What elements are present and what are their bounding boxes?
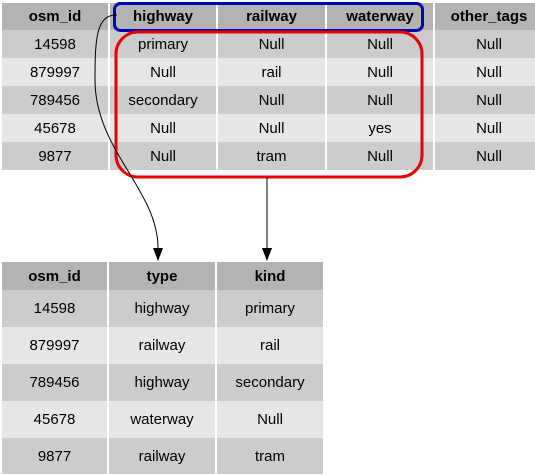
table-cell: rail	[217, 327, 323, 364]
table-cell: secondary	[110, 86, 216, 114]
table-cell: Null	[218, 114, 325, 142]
column-header-waterway: waterway	[327, 3, 433, 30]
table-cell: railway	[109, 327, 215, 364]
table-cell: Null	[435, 30, 535, 58]
values-to-kind-arrowhead	[262, 248, 272, 261]
column-header-railway: railway	[218, 3, 325, 30]
column-header-osm-id: osm_id	[2, 262, 107, 290]
table-cell: tram	[217, 438, 323, 474]
headers-to-type-arrowhead	[153, 248, 163, 261]
table-cell: highway	[109, 364, 215, 401]
table-cell: tram	[218, 142, 325, 170]
column-header-osm-id: osm_id	[2, 3, 108, 30]
table-cell: 879997	[2, 58, 108, 86]
table-cell: 45678	[2, 401, 107, 438]
table-cell: Null	[435, 58, 535, 86]
table-cell: 9877	[2, 142, 108, 170]
table-cell: secondary	[217, 364, 323, 401]
column-header-kind: kind	[217, 262, 323, 290]
table-cell: 45678	[2, 114, 108, 142]
column-header-highway: highway	[110, 3, 216, 30]
table-cell: Null	[110, 114, 216, 142]
table-cell: rail	[218, 58, 325, 86]
column-header-other-tags: other_tags	[435, 3, 535, 30]
table-cell: Null	[327, 142, 433, 170]
table-cell: 879997	[2, 327, 107, 364]
table-cell: Null	[327, 30, 433, 58]
table-cell: yes	[327, 114, 433, 142]
table-cell: Null	[435, 114, 535, 142]
table-cell: railway	[109, 438, 215, 474]
column-header-type: type	[109, 262, 215, 290]
table-cell: primary	[110, 30, 216, 58]
table-cell: Null	[435, 142, 535, 170]
table-cell: 789456	[2, 86, 108, 114]
table-cell: Null	[110, 58, 216, 86]
table-cell: 14598	[2, 30, 108, 58]
table-cell: 9877	[2, 438, 107, 474]
table-cell: 14598	[2, 290, 107, 327]
table-cell: Null	[110, 142, 216, 170]
table-cell: 789456	[2, 364, 107, 401]
table-cell: Null	[435, 86, 535, 114]
table-cell: Null	[218, 30, 325, 58]
table-cell: Null	[218, 86, 325, 114]
table-cell: Null	[327, 86, 433, 114]
table-cell: Null	[327, 58, 433, 86]
table-cell: Null	[217, 401, 323, 438]
table-cell: highway	[109, 290, 215, 327]
table-cell: primary	[217, 290, 323, 327]
table-cell: waterway	[109, 401, 215, 438]
